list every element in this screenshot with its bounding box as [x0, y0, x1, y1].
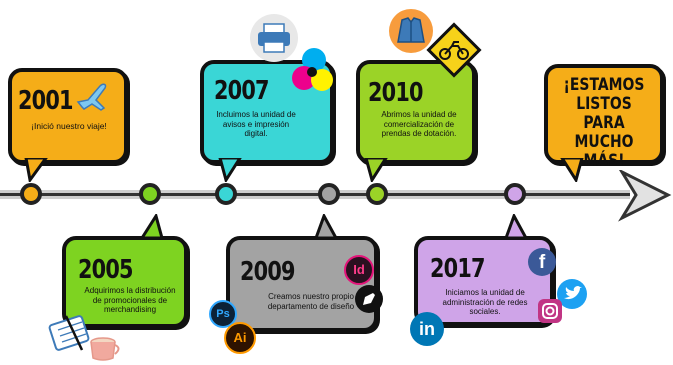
illustrator-icon: Ai — [224, 322, 256, 354]
facebook-icon: f — [528, 248, 556, 276]
year-2007: 2007 — [214, 76, 270, 106]
motorcycle-sign-icon — [426, 22, 482, 78]
airplane-icon — [76, 83, 107, 111]
cmyk-icon — [292, 48, 333, 91]
bubble-tail-2010 — [364, 158, 388, 182]
text-2010: Abrimos la unidad de comercialización de… — [381, 110, 457, 138]
dot-2017 — [504, 183, 526, 205]
year-2001: 2001 — [18, 86, 74, 116]
photoshop-icon: Ps — [209, 300, 237, 328]
bubble-2005 — [62, 236, 188, 328]
twitter-icon — [557, 279, 587, 309]
final-bubble — [544, 64, 664, 164]
year-2009: 2009 — [240, 257, 296, 287]
bubble-tail-2001 — [24, 158, 48, 182]
bubble-tail-2005 — [140, 214, 164, 240]
instagram-icon — [538, 299, 562, 323]
year-2017: 2017 — [430, 254, 486, 284]
dot-2001 — [20, 183, 42, 205]
printer-icon — [250, 14, 298, 62]
final-line-3: MUCHO MÁS! — [574, 132, 634, 171]
bubble-tail-2009 — [314, 214, 339, 240]
text-2005: Adquirimos la distribución de promociona… — [84, 286, 176, 314]
arrow-head-icon — [618, 170, 672, 222]
text-2001: ¡Inició nuestro viaje! — [31, 121, 107, 131]
dot-2010 — [366, 183, 388, 205]
text-2009: Creamos nuestro propio departamento de d… — [267, 292, 355, 311]
timeline-line — [0, 170, 672, 222]
indesign-icon: Id — [344, 255, 374, 285]
final-bubble-tail — [560, 158, 584, 182]
final-line-2: LISTOS PARA — [576, 94, 632, 133]
dot-2007 — [215, 183, 237, 205]
final-line-1: ¡ESTAMOS — [563, 75, 645, 95]
notebook-icon — [48, 315, 90, 351]
text-2017: Iniciamos la unidad de administración de… — [442, 288, 528, 316]
year-2010: 2010 — [368, 78, 424, 108]
jacket-icon — [389, 9, 433, 53]
bubble-tail-2007 — [218, 158, 242, 182]
year-2005: 2005 — [78, 255, 134, 285]
final-text: ¡ESTAMOS LISTOS PARA MUCHO MÁS! — [558, 76, 650, 171]
mug-icon — [90, 337, 120, 361]
bubble-tail-2017 — [504, 214, 529, 240]
dot-2009 — [318, 183, 340, 205]
pen-tool-icon — [355, 285, 383, 313]
bubble-2001 — [8, 68, 128, 164]
bubble-2017 — [414, 236, 554, 326]
text-2007: Incluimos la unidad de avisos e impresió… — [216, 110, 296, 138]
bubble-2010 — [356, 60, 476, 164]
dot-2005 — [139, 183, 161, 205]
linkedin-icon: in — [410, 312, 444, 346]
